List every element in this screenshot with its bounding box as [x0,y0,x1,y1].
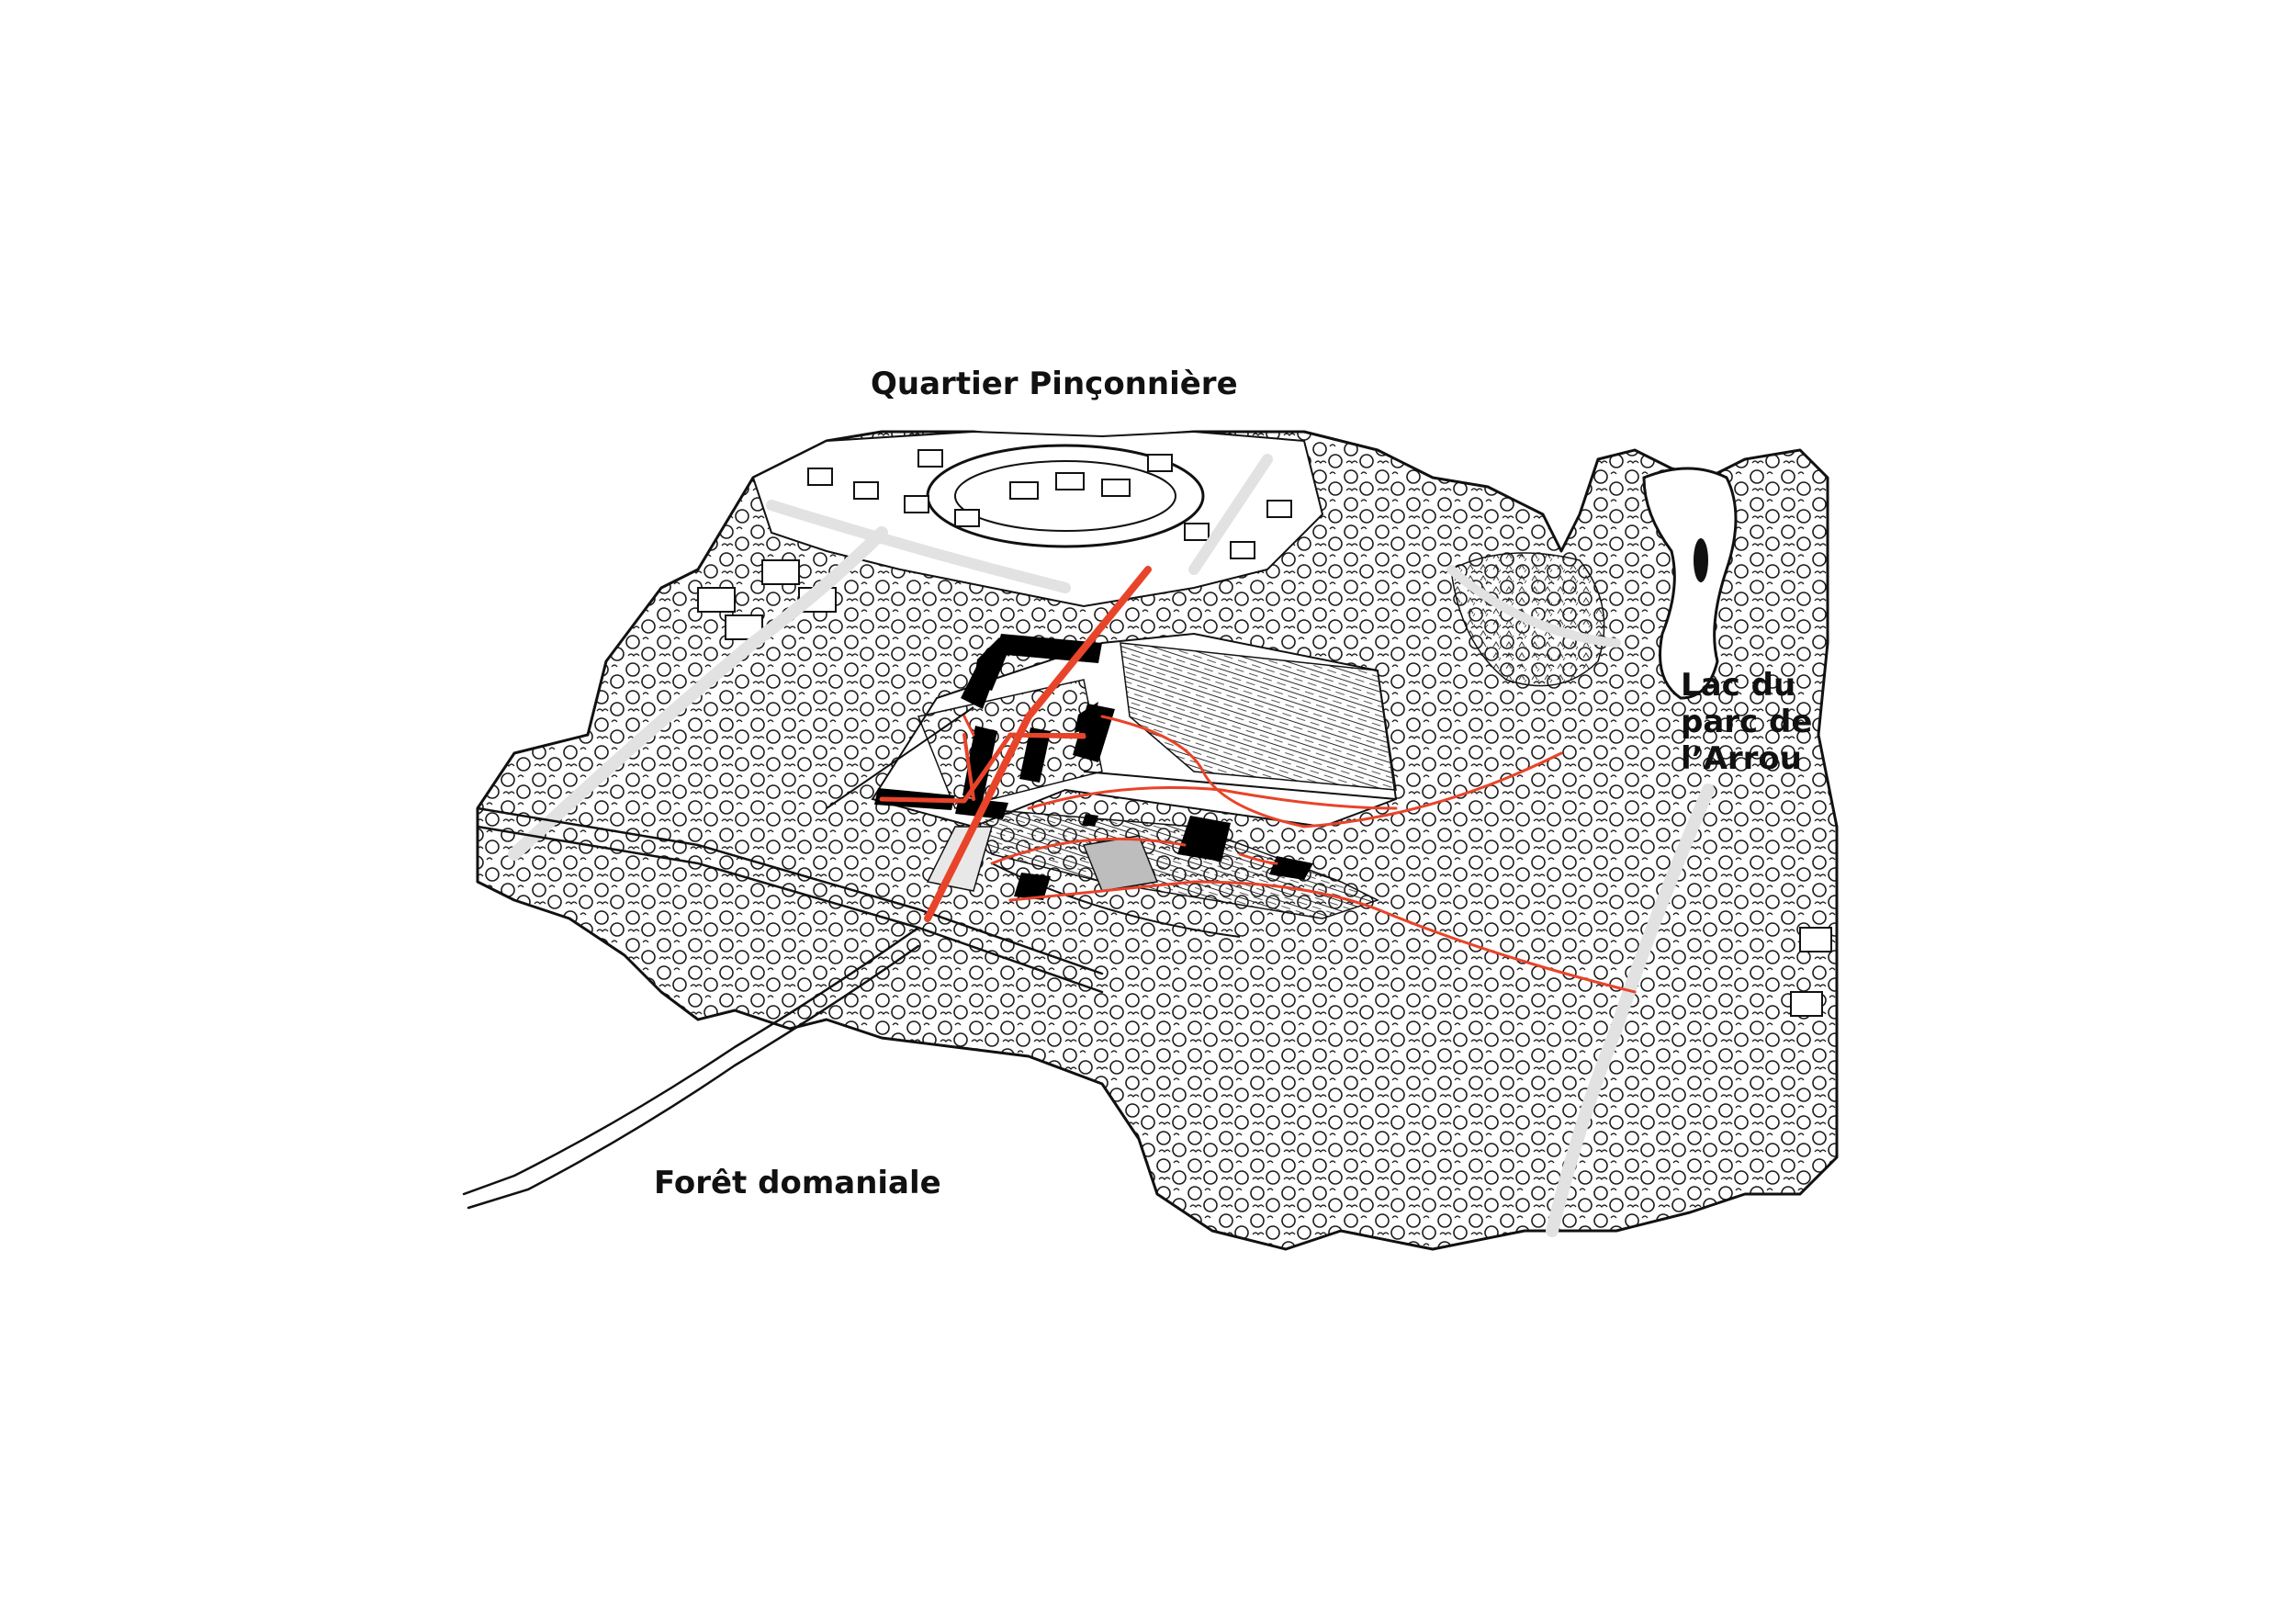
house-icon [807,449,1292,559]
farm-site [826,632,1398,938]
pale-roads [508,454,1715,1237]
main-road [462,806,1104,1210]
neighbourhood-pinconniere [751,430,1324,608]
red-paths [879,566,1637,994]
forest-outline [476,430,1839,1251]
buildings [874,634,1313,900]
label-lac-line-3: l’Arrou [1681,740,1802,778]
label-quartier-pinconniere: Quartier Pinçonnière [871,366,1238,402]
lake-arrou [1642,467,1738,700]
label-lac-line-1: Lac du [1681,667,1796,704]
label-foret-domaniale: Forêt domaniale [654,1165,941,1201]
house-icon [697,559,1832,1017]
label-lac-line-2: parc de [1681,704,1813,741]
label-lac-parc-arrou: Lac du parc de l’Arrou [1681,667,1837,777]
